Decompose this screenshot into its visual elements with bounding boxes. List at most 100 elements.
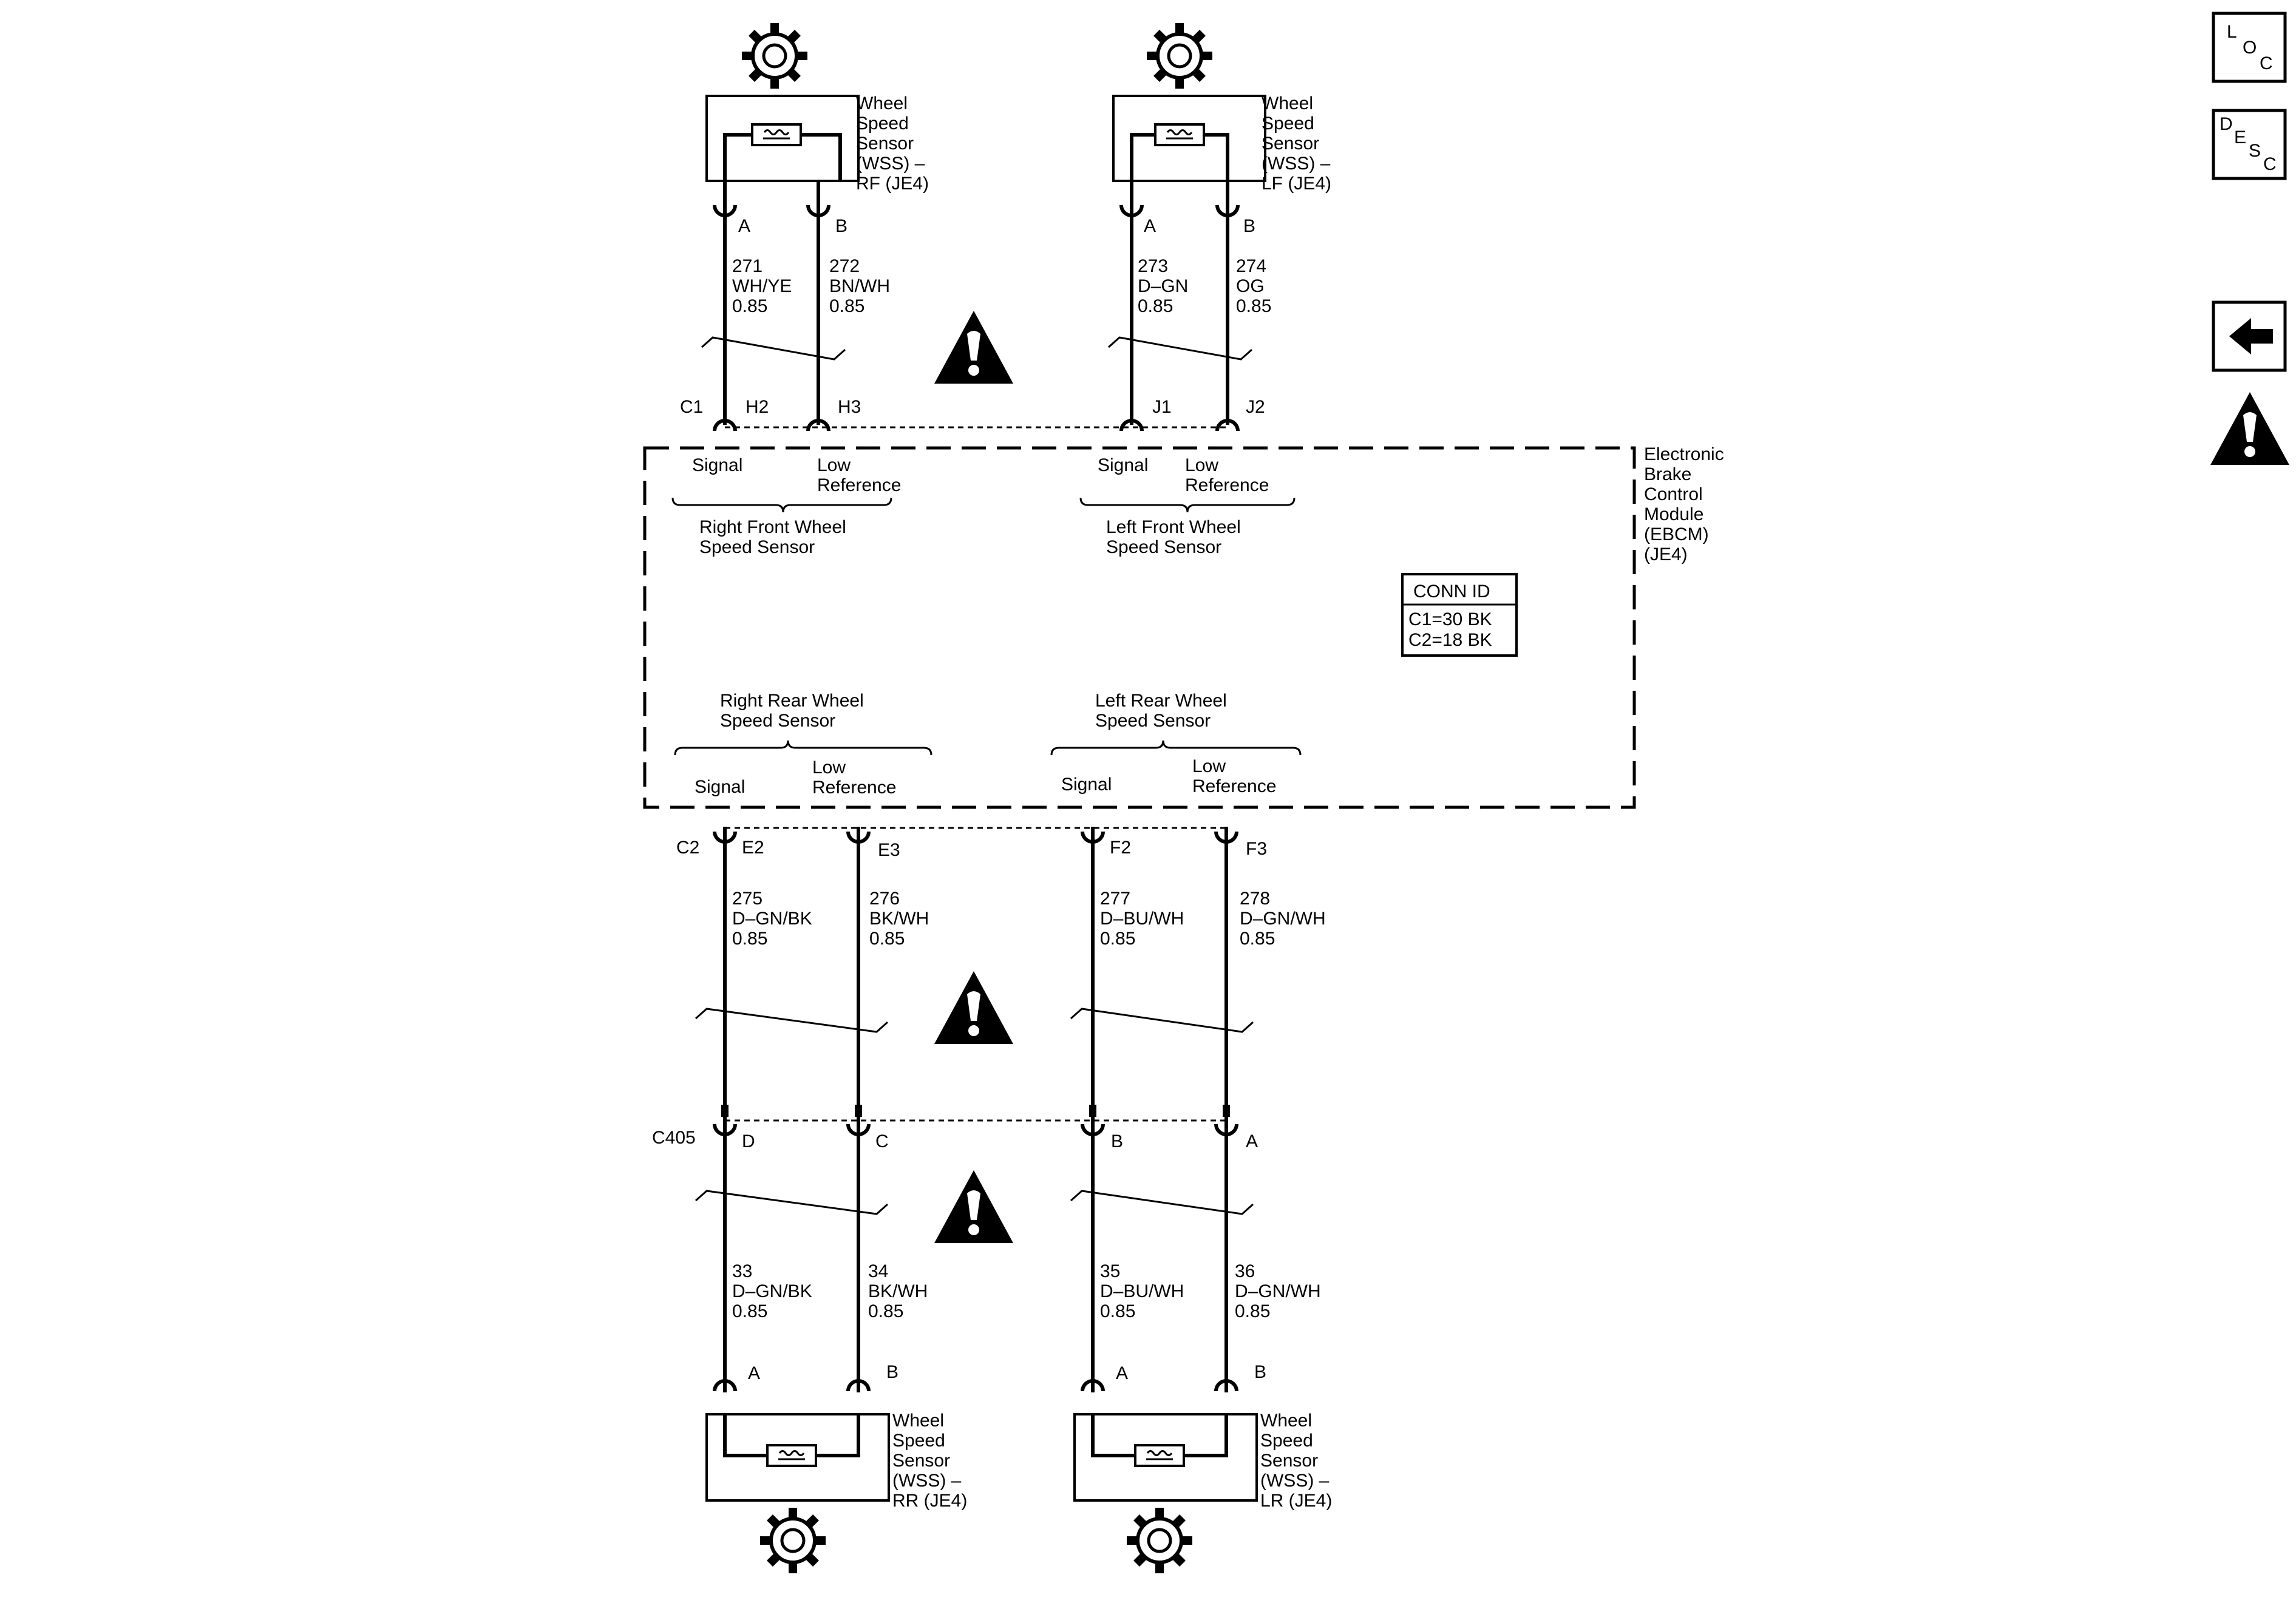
terminal-connector: [1214, 1124, 1238, 1136]
gear-icon: [760, 1508, 826, 1573]
terminal-connector: [1215, 205, 1240, 217]
terminal-connector: [1215, 419, 1240, 432]
terminal-pin: [1089, 1105, 1096, 1117]
gear-icon: [742, 23, 807, 89]
sensor-pin-label: A: [748, 1363, 760, 1383]
caution-icon: [934, 971, 1013, 1044]
circuit-label: 272 BN/WH 0.85: [829, 256, 895, 316]
sensor-pin-label: B: [1243, 216, 1255, 236]
loc-button[interactable]: L O C: [2212, 12, 2287, 83]
terminal-connector: [1119, 205, 1144, 217]
terminal-connector: [846, 1124, 871, 1136]
terminal-connector: [1081, 1124, 1105, 1136]
conn-id-c2: C2=18 BK: [1408, 630, 1492, 650]
rr-low-ref-label: Low Reference: [812, 758, 896, 798]
circuit-label: 276 BK/WH 0.85: [869, 889, 934, 949]
resistor-icon: [766, 1444, 817, 1467]
terminal-connector: [806, 419, 830, 432]
terminal-connector: [1081, 1379, 1105, 1392]
conn-id-title: CONN ID: [1413, 581, 1490, 602]
c405-pin-label: D: [742, 1131, 755, 1151]
rear-upper-wire-labels: E2 275 D–GN/BK 0.85 D E3 276 BK/WH 0.85 …: [732, 838, 1331, 1151]
rf-group-brace: [671, 497, 892, 513]
circuit-label: 34 BK/WH 0.85: [868, 1261, 933, 1321]
ebcm-pin-label: J2: [1246, 397, 1265, 417]
sensor-pin-label: A: [1116, 1363, 1128, 1383]
lf-sensor-label: Wheel Speed Sensor (WSS) – LF (JE4): [1262, 93, 1336, 194]
circuit-label: 274 OG 0.85: [1236, 256, 1271, 316]
caution-button[interactable]: [2210, 392, 2289, 465]
left-arrow-icon: [2229, 318, 2273, 354]
lr-sensor-label: Wheel Speed Sensor (WSS) – LR (JE4): [1260, 1411, 1334, 1511]
desc-letter: S: [2249, 141, 2261, 161]
terminal-pin: [855, 1105, 862, 1117]
terminal-connector: [1119, 419, 1144, 432]
c405-pin-label: A: [1246, 1131, 1258, 1151]
lf-group-label: Left Front Wheel Speed Sensor: [1106, 517, 1246, 557]
resistor-icon: [1134, 1444, 1185, 1467]
loc-letter: O: [2243, 38, 2257, 58]
caution-icon: [934, 311, 1013, 384]
sensor-pin-label: A: [1144, 216, 1156, 236]
lr-wheel-speed-sensor: [1073, 1413, 1258, 1573]
desc-button[interactable]: D E S C: [2212, 109, 2287, 180]
rr-group-brace: [674, 740, 932, 756]
gear-icon: [1147, 23, 1212, 89]
circuit-label: 275 D–GN/BK 0.85: [732, 889, 817, 949]
rr-signal-label: Signal: [695, 777, 745, 797]
rf-signal-label: Signal: [692, 455, 742, 475]
c405-pin-label: B: [1111, 1131, 1123, 1151]
ebcm-pin-label: F2: [1110, 838, 1131, 858]
terminal-connector: [713, 419, 737, 432]
terminal-connector: [1214, 831, 1238, 844]
circuit-label: 35 D–BU/WH 0.85: [1100, 1261, 1189, 1321]
rear-lower-wire-labels: 33 D–GN/BK 0.85 A 34 BK/WH 0.85 B 35 D–B…: [732, 1261, 1321, 1383]
front-wire-labels: A 271 WH/YE 0.85 H2 B 272 BN/WH 0.85 H3 …: [732, 216, 1271, 417]
sensor-pin-label: A: [738, 216, 750, 236]
terminal-connector: [846, 1379, 871, 1392]
terminal-connector: [713, 205, 737, 217]
desc-letter: D: [2220, 114, 2233, 134]
connector-c1-label: C1: [680, 397, 703, 417]
gear-icon: [1127, 1508, 1192, 1573]
terminal-pin: [721, 1105, 729, 1117]
ebcm-module-boundary: [643, 446, 1636, 809]
lf-group-brace: [1079, 497, 1296, 513]
lf-wheel-speed-sensor: [1112, 23, 1266, 182]
loc-letter: L: [2227, 22, 2237, 42]
ebcm-label: Electronic Brake Control Module (EBCM) (…: [1644, 444, 1729, 564]
lf-signal-label: Signal: [1098, 455, 1148, 475]
loc-letter: C: [2260, 53, 2273, 73]
back-button[interactable]: [2212, 300, 2287, 372]
resistor-icon: [751, 123, 802, 146]
circuit-label: 271 WH/YE 0.85: [732, 256, 797, 316]
ebcm-pin-label: E3: [878, 840, 900, 860]
ebcm-pin-label: E2: [742, 838, 764, 858]
rf-group-label: Right Front Wheel Speed Sensor: [699, 517, 851, 557]
terminal-connector: [1214, 1379, 1238, 1392]
circuit-label: 278 D–GN/WH 0.85: [1240, 889, 1331, 949]
desc-letter: E: [2234, 127, 2246, 147]
caution-icon: [934, 1170, 1013, 1243]
lr-group-label: Left Rear Wheel Speed Sensor: [1095, 691, 1232, 731]
sensor-pin-label: B: [886, 1362, 898, 1382]
wire-break-markers: [695, 336, 1254, 1215]
lr-signal-label: Signal: [1061, 775, 1112, 795]
lr-low-ref-label: Low Reference: [1192, 756, 1276, 796]
terminal-pin: [1223, 1105, 1230, 1117]
rf-low-ref-label: Low Reference: [817, 455, 901, 495]
conn-id-c1: C1=30 BK: [1408, 609, 1492, 629]
sensor-pin-label: B: [1254, 1362, 1266, 1382]
circuit-label: 273 D–GN 0.85: [1138, 256, 1194, 316]
rr-group-label: Right Rear Wheel Speed Sensor: [720, 691, 869, 731]
circuit-label: 33 D–GN/BK 0.85: [732, 1261, 817, 1321]
ebcm-pin-label: F3: [1246, 839, 1267, 859]
rr-wheel-speed-sensor: [705, 1413, 890, 1573]
rf-sensor-label: Wheel Speed Sensor (WSS) – RF (JE4): [856, 93, 930, 194]
sensor-pin-label: B: [835, 216, 847, 236]
lr-group-brace: [1050, 740, 1302, 756]
ebcm-pin-label: H2: [746, 397, 769, 417]
rf-wheel-speed-sensor: [705, 23, 860, 182]
terminal-connector: [713, 1124, 737, 1136]
